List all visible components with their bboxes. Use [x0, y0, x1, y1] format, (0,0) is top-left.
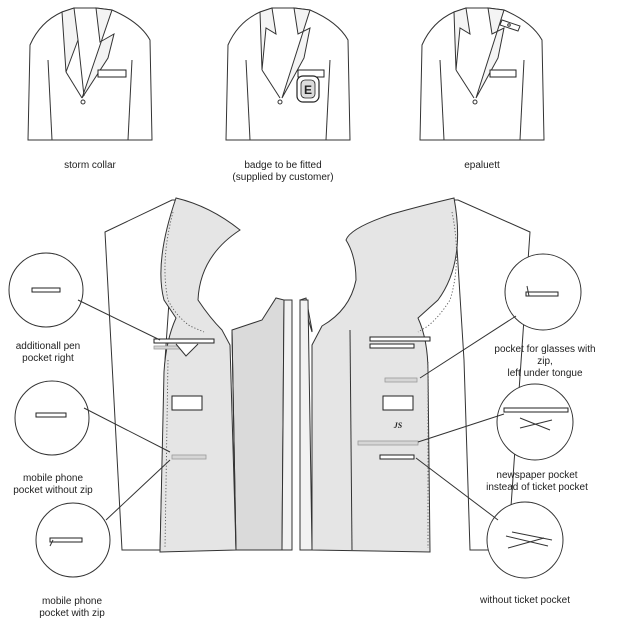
phone-no-zip-label-line-2: pocket without zip: [13, 485, 93, 496]
phone-zip-label-line-1: mobile phone: [41, 596, 103, 607]
pen-pocket-label-line-1: additionall pen: [15, 341, 81, 352]
badge-letter: E: [304, 83, 312, 97]
newspaper-pocket-label-line-2: instead of ticket pocket: [486, 482, 588, 493]
pen-pocket-label: additionall pen pocket right: [0, 341, 96, 365]
phone-no-zip-label-line-1: mobile phone: [22, 473, 84, 484]
phone-zip-label: mobile phone pocket with zip: [22, 596, 122, 620]
glasses-pocket-label: pocket for glasses with zip, left under …: [484, 344, 606, 380]
pen-pocket-callout: [8, 252, 161, 341]
badge-label-line-1: badge to be fitted: [244, 160, 322, 171]
glasses-pocket-label-line-3: left under tongue: [507, 368, 583, 379]
epaulette-label-line-1: epaluett: [464, 160, 500, 171]
storm-collar-jacket: [27, 7, 153, 141]
glasses-pocket-callout: [419, 253, 582, 379]
badge-jacket: E: [225, 7, 351, 141]
inside-jacket-left-half: [104, 197, 293, 553]
no-ticket-pocket-label-line-1: without ticket pocket: [479, 595, 571, 606]
logo-mark: JS: [393, 421, 403, 430]
newspaper-pocket-label: newspaper pocket instead of ticket pocke…: [472, 470, 602, 494]
phone-zip-label-line-2: pocket with zip: [39, 608, 105, 619]
epaulette-label: epaluett: [432, 160, 532, 172]
phone-no-zip-label: mobile phone pocket without zip: [0, 473, 106, 497]
newspaper-pocket-label-line-1: newspaper pocket: [496, 470, 578, 481]
badge-label: badge to be fitted (supplied by customer…: [218, 160, 348, 184]
phone-no-zip-callout: [14, 380, 171, 456]
storm-collar-label-line-1: storm collar: [64, 160, 116, 171]
badge-label-line-2: (supplied by customer): [232, 172, 334, 183]
epaulette-jacket: [419, 7, 545, 141]
pen-pocket-label-line-2: pocket right: [22, 353, 74, 364]
newspaper-pocket-callout: [417, 383, 574, 461]
no-ticket-pocket-label: without ticket pocket: [466, 595, 584, 607]
phone-zip-callout: [35, 459, 171, 578]
glasses-pocket-label-line-1: pocket for glasses with: [494, 344, 596, 355]
glasses-pocket-label-line-2: zip,: [537, 356, 553, 367]
no-ticket-pocket-callout: [415, 457, 564, 579]
storm-collar-label: storm collar: [40, 160, 140, 172]
